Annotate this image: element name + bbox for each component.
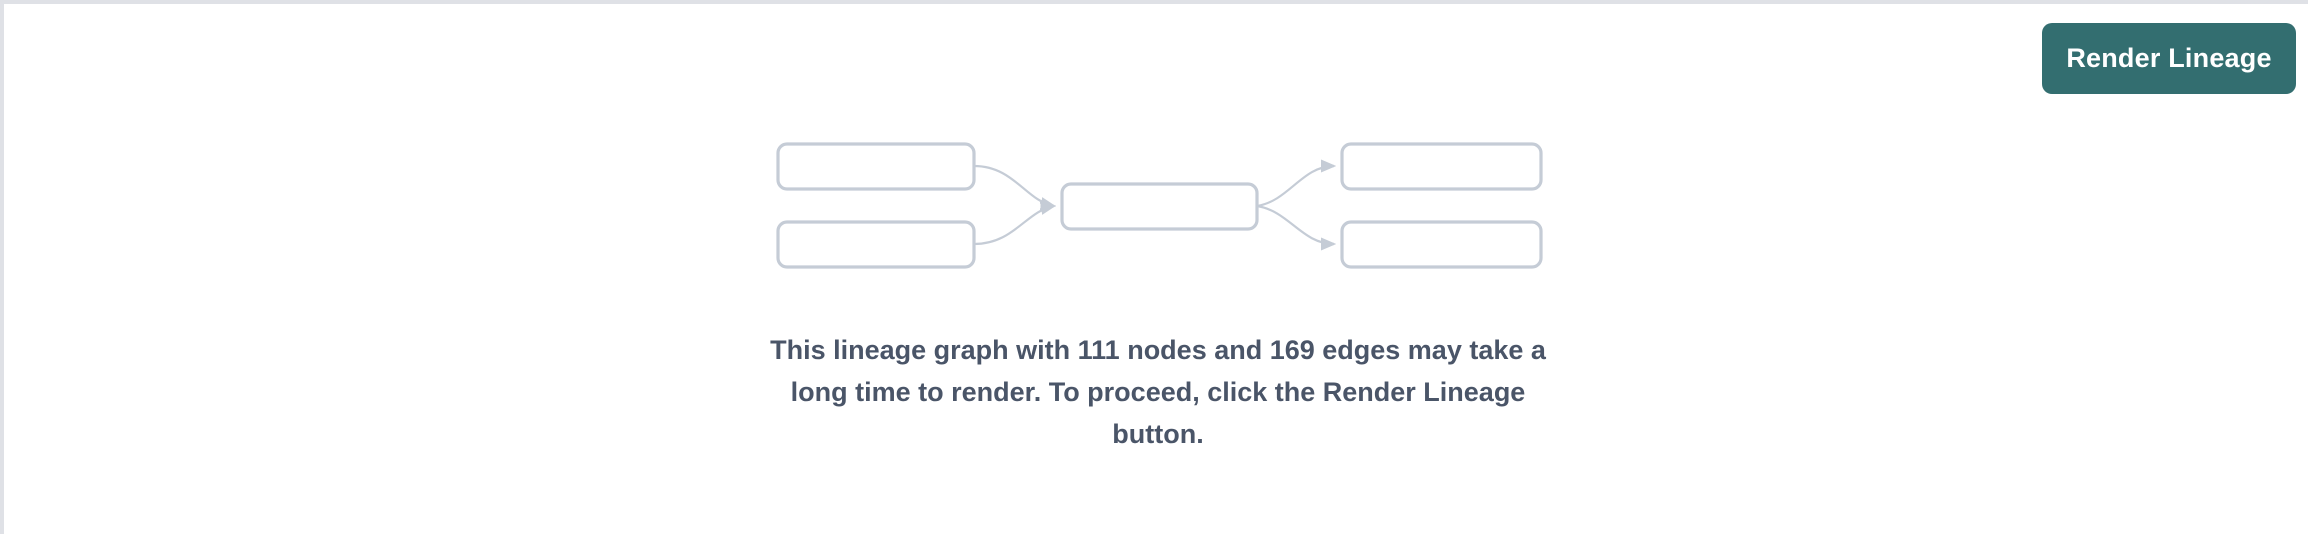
lineage-placeholder-svg xyxy=(776,142,1543,269)
node-group xyxy=(776,142,1543,269)
placeholder-node-target-1 xyxy=(1340,142,1543,191)
placeholder-node-target-2 xyxy=(1340,220,1543,269)
placeholder-node-source-2 xyxy=(776,220,976,269)
edge-group xyxy=(973,159,1337,251)
placeholder-node-center xyxy=(1060,182,1259,231)
edge-source2-to-center xyxy=(973,201,1057,246)
edge-center-to-target1 xyxy=(1256,159,1337,208)
edge-source1-to-center xyxy=(973,164,1057,211)
lineage-placeholder-graph xyxy=(4,4,2308,538)
edge-center-to-target2 xyxy=(1256,204,1337,251)
render-lineage-button[interactable]: Render Lineage xyxy=(2042,23,2296,94)
lineage-warning-message: This lineage graph with 111 nodes and 16… xyxy=(770,335,1546,449)
placeholder-node-source-1 xyxy=(776,142,976,191)
